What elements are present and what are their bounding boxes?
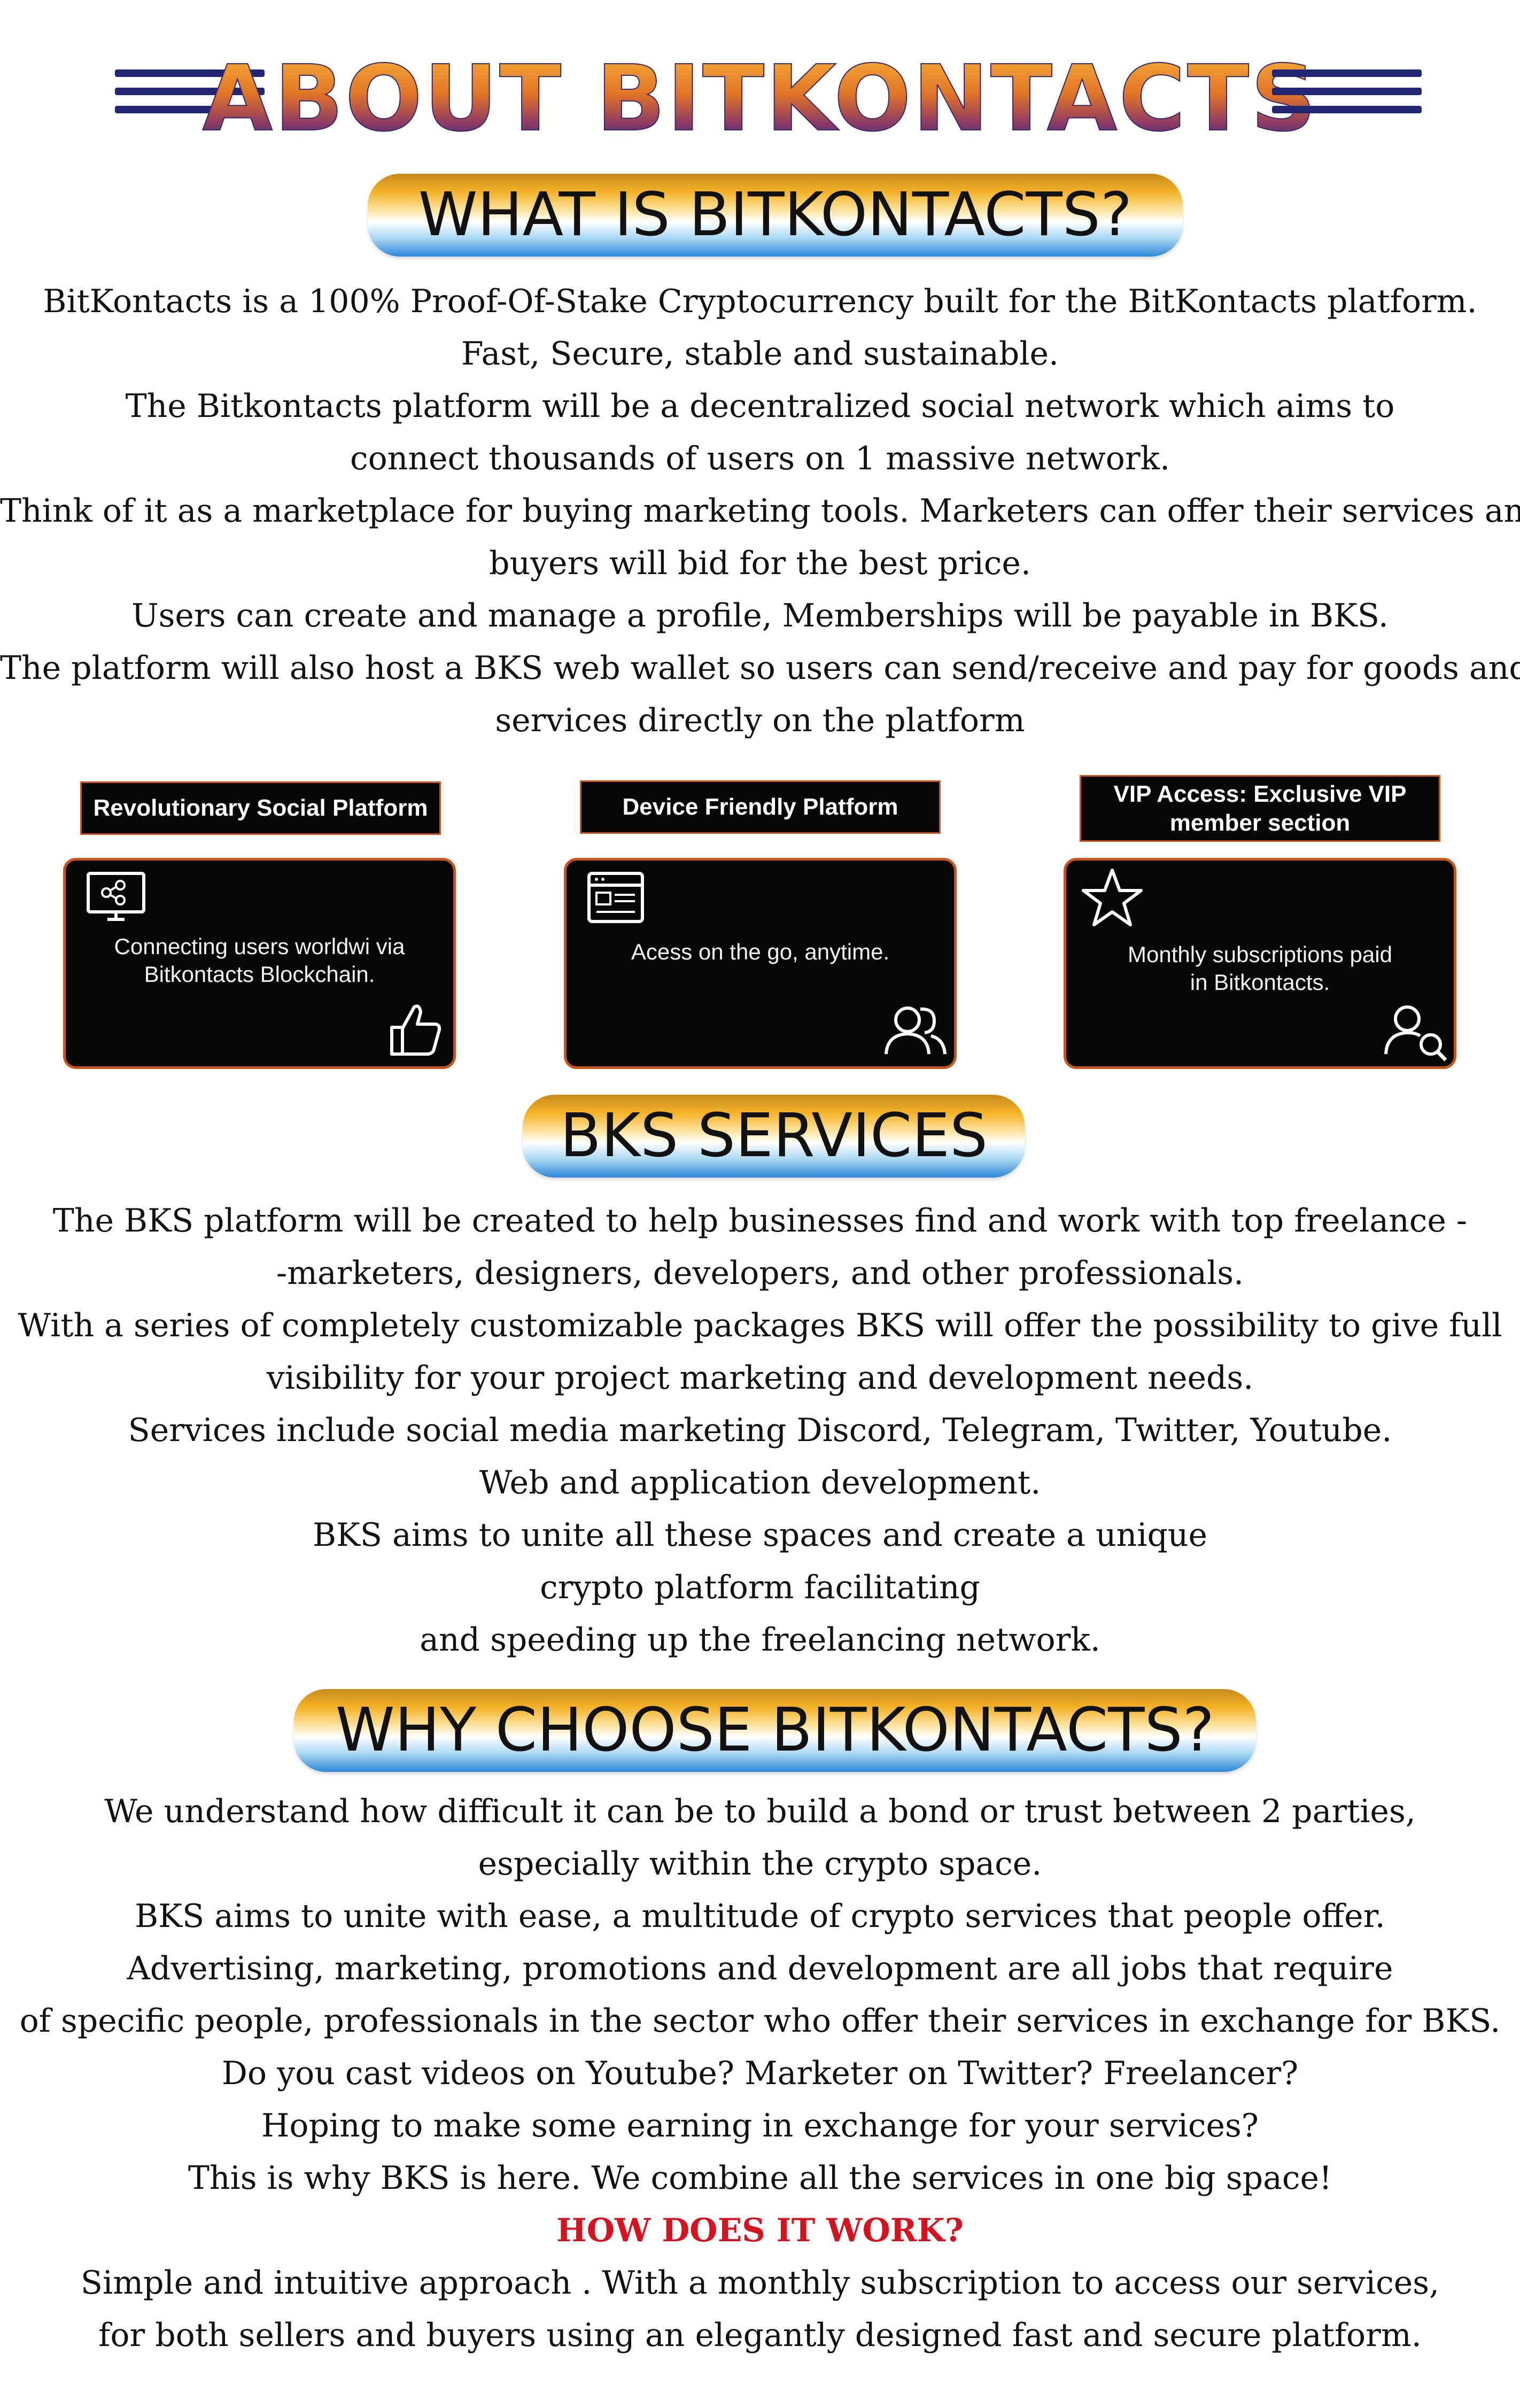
feature-text-line: Monthly subscriptions paid <box>1128 942 1392 967</box>
body-line: connect thousands of users on 1 massive … <box>350 440 1170 477</box>
users-icon <box>885 1006 947 1055</box>
feature-label-line: member section <box>1169 809 1351 836</box>
decorative-lines-left <box>115 69 265 124</box>
body-line: BitKontacts is a 100% Proof-Of-Stake Cry… <box>43 283 1477 320</box>
page-header: ABOUT BITKONTACTS <box>0 50 1520 148</box>
section2-body: The BKS platform will be created to help… <box>0 1195 1520 1666</box>
body-line: The BKS platform will be created to help… <box>52 1202 1468 1240</box>
body-line: BKS aims to unite with ease, a multitude… <box>135 1898 1385 1935</box>
body-line: buyers will bid for the best price. <box>489 545 1031 582</box>
body-line: of specific people, professionals in the… <box>19 2002 1501 2040</box>
section-title-bks-services: BKS SERVICES <box>523 1095 1025 1178</box>
feature-label-social: Revolutionary Social Platform <box>80 781 441 835</box>
body-line: for both sellers and buyers using an ele… <box>98 2317 1422 2354</box>
user-search-icon <box>1384 1005 1447 1062</box>
body-line: Services include social media marketing … <box>128 1412 1392 1449</box>
feature-card-social: Connecting users worldwi via Bitkontacts… <box>63 858 456 1069</box>
body-line: We understand how difficult it can be to… <box>104 1793 1416 1830</box>
feature-text-line: Bitkontacts Blockchain. <box>144 962 375 987</box>
feature-label-vip: VIP Access: Exclusive VIP member section <box>1080 775 1440 842</box>
body-line: Web and application development. <box>479 1464 1041 1501</box>
decorative-lines-right <box>1272 69 1422 124</box>
body-line: visibility for your project marketing an… <box>266 1359 1254 1397</box>
how-it-works-heading: HOW DOES IT WORK? <box>556 2212 964 2249</box>
thumbs-up-icon <box>390 1004 441 1056</box>
browser-window-icon <box>587 872 644 923</box>
body-line: The Bitkontacts platform will be a decen… <box>125 388 1395 425</box>
page-title: ABOUT BITKONTACTS <box>0 50 1520 148</box>
body-line: especially within the crypto space. <box>478 1845 1042 1883</box>
feature-text-line: Acess on the go, anytime. <box>631 939 890 964</box>
star-icon <box>1082 869 1143 926</box>
feature-card-vip: Monthly subscriptions paid in Bitkontact… <box>1064 858 1456 1069</box>
body-line: Do you cast videos on Youtube? Marketer … <box>221 2055 1299 2092</box>
body-line: BKS aims to unite all these spaces and c… <box>312 1516 1208 1554</box>
monitor-share-icon <box>87 872 145 921</box>
feature-text-line: in Bitkontacts. <box>1190 970 1330 995</box>
body-line: Users can create and manage a profile, M… <box>131 597 1389 634</box>
body-line: services directly on the platform <box>495 702 1025 739</box>
section-title-what-is: WHAT IS BITKONTACTS? <box>368 174 1183 257</box>
body-line: Simple and intuitive approach . With a m… <box>80 2264 1440 2302</box>
body-line: Fast, Secure, stable and sustainable. <box>461 335 1059 373</box>
body-line: Advertising, marketing, promotions and d… <box>127 1950 1393 1987</box>
feature-label-line: VIP Access: Exclusive VIP <box>1113 780 1407 807</box>
body-line: With a series of completely customizable… <box>18 1307 1502 1344</box>
body-line: Hoping to make some earning in exchange … <box>261 2107 1259 2144</box>
feature-card-device: Acess on the go, anytime. <box>564 858 957 1069</box>
section3-body: We understand how difficult it can be to… <box>0 1785 1520 2361</box>
section-title-why-choose: WHY CHOOSE BITKONTACTS? <box>294 1689 1256 1772</box>
body-line: The platform will also host a BKS web wa… <box>0 649 1520 687</box>
body-line: crypto platform facilitating <box>540 1569 980 1606</box>
feature-label-device: Device Friendly Platform <box>580 780 941 834</box>
body-line: This is why BKS is here. We combine all … <box>188 2159 1332 2197</box>
section1-body: BitKontacts is a 100% Proof-Of-Stake Cry… <box>0 275 1520 747</box>
body-line: Think of it as a marketplace for buying … <box>0 492 1520 530</box>
body-line: and speeding up the freelancing network. <box>420 1621 1100 1659</box>
body-line: -marketers, designers, developers, and o… <box>276 1255 1244 1292</box>
feature-text-line: Connecting users worldwi via <box>114 934 405 959</box>
